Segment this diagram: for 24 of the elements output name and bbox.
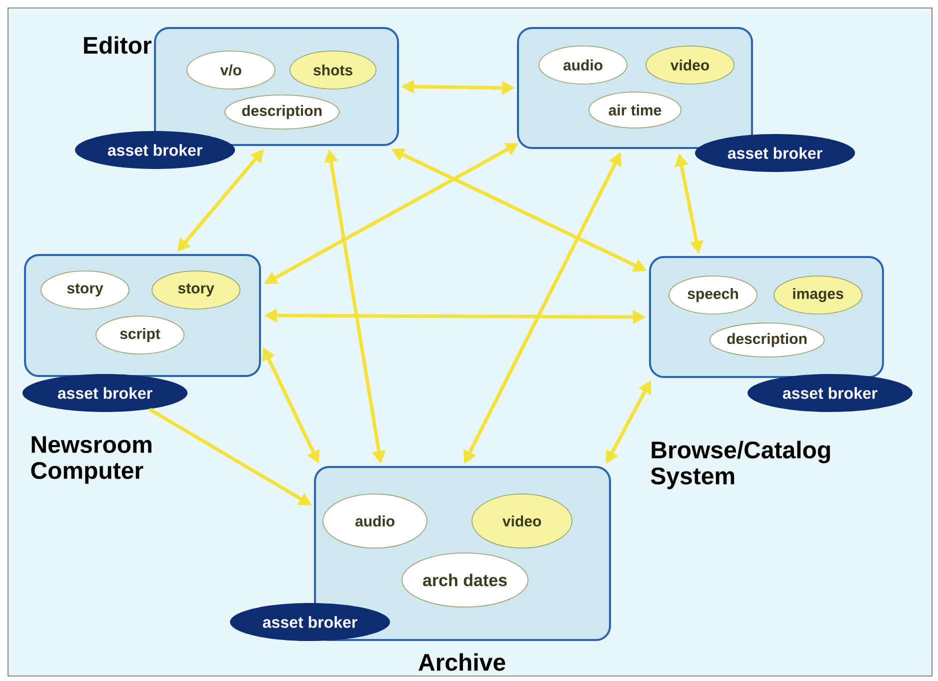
field-oval: audio <box>322 494 428 548</box>
field-oval: shots <box>290 50 376 90</box>
field-oval: description <box>709 322 825 358</box>
field-oval: audio <box>538 46 628 84</box>
system-label: Editor <box>84 36 152 54</box>
field-oval: description <box>224 94 340 130</box>
broker-oval: asset broker <box>695 134 855 172</box>
field-oval: video <box>646 46 734 84</box>
system-label: Browse/Catalog System <box>650 440 830 490</box>
broker-oval: asset broker <box>22 374 188 412</box>
system-label: Newsroom Computer <box>31 436 152 484</box>
broker-oval: asset broker <box>75 131 235 169</box>
field-oval: air time <box>588 92 682 128</box>
field-oval: images <box>774 276 862 314</box>
field-oval: script <box>96 316 184 354</box>
field-oval: arch dates <box>402 552 528 608</box>
broker-oval: asset broker <box>748 374 912 412</box>
field-oval: speech <box>668 276 758 314</box>
field-oval: story <box>40 270 130 310</box>
field-oval: v/o <box>186 50 276 90</box>
broker-oval: asset broker <box>230 603 390 641</box>
system-label: Archive <box>418 653 506 671</box>
field-oval: video <box>472 494 572 548</box>
field-oval: story <box>152 270 240 310</box>
